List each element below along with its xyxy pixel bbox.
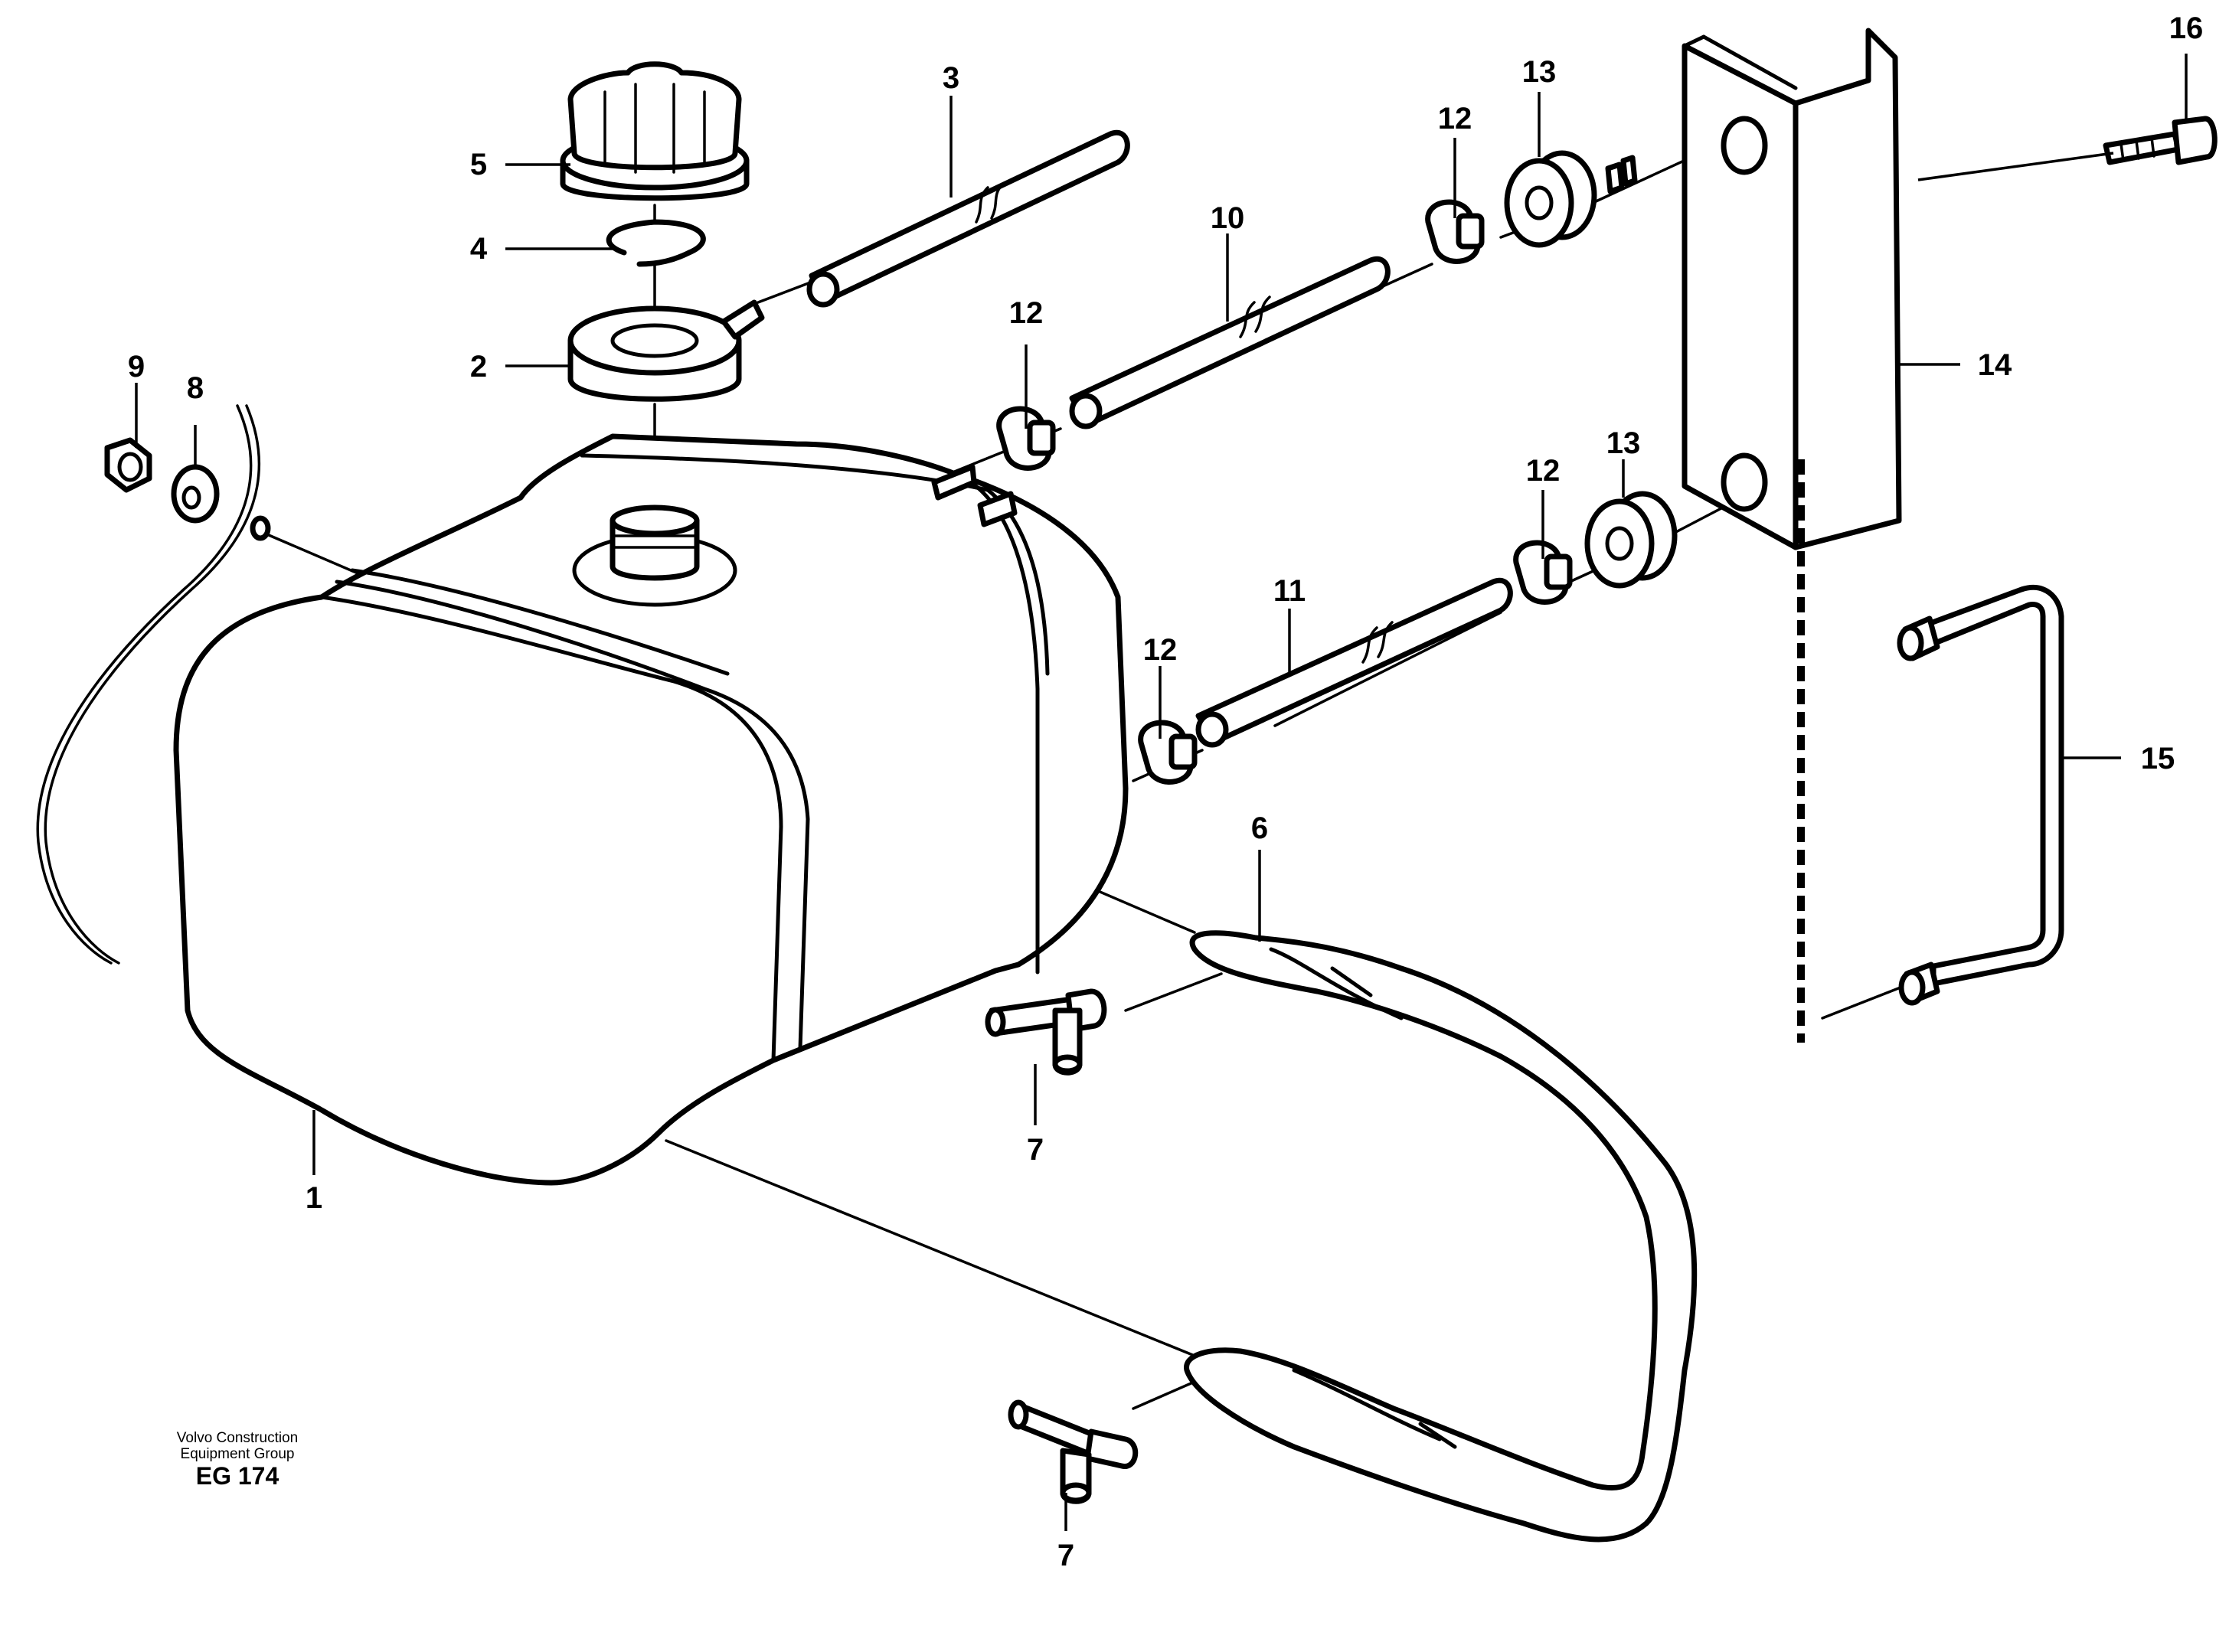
callout-13-b: 13 — [1606, 426, 1641, 460]
callout-7-lower: 7 — [1057, 1539, 1074, 1572]
callout-14: 14 — [1978, 348, 2012, 382]
callout-12-b: 12 — [1438, 102, 1472, 135]
callout-3: 3 — [943, 61, 959, 95]
hose-10 — [1069, 256, 1391, 429]
leader-lines — [135, 54, 2188, 1531]
snap-ring — [606, 219, 706, 267]
callout-12-a: 12 — [1009, 296, 1044, 330]
callout-7-upper: 7 — [1027, 1133, 1044, 1167]
washer-8 — [171, 464, 220, 524]
strap — [1184, 930, 1698, 1543]
clevis-pin-upper — [985, 988, 1107, 1076]
callout-8: 8 — [187, 371, 204, 405]
hose-3 — [806, 129, 1130, 308]
cable — [36, 404, 261, 965]
filler-flange — [567, 299, 765, 402]
grommets — [1504, 150, 1678, 589]
bolt — [2103, 116, 2218, 165]
callout-labels: 5 4 2 3 9 8 1 6 7 7 10 11 12 12 12 12 13… — [128, 11, 2203, 1572]
callout-11: 11 — [1273, 574, 1306, 608]
callout-16: 16 — [2169, 11, 2204, 45]
hose-clamps — [996, 199, 1573, 785]
caption-figure-code: EG 174 — [195, 1462, 279, 1490]
caption-company-line1: Volvo Construction — [176, 1430, 299, 1446]
bracket — [1682, 28, 1902, 550]
tank — [173, 433, 1129, 1186]
stud — [250, 515, 271, 541]
callout-1: 1 — [306, 1181, 322, 1215]
caption-company-line2: Equipment Group — [180, 1446, 295, 1462]
callout-12-d: 12 — [1526, 454, 1561, 488]
callout-4: 4 — [470, 232, 488, 266]
callout-13-a: 13 — [1522, 55, 1557, 89]
callout-6: 6 — [1251, 811, 1268, 845]
nut-9 — [104, 437, 152, 493]
caption-block: Volvo Construction Equipment Group EG 17… — [123, 1430, 352, 1490]
filler-cap — [560, 61, 750, 201]
callout-15: 15 — [2141, 742, 2175, 775]
callout-9: 9 — [128, 350, 145, 384]
hose-11 — [1195, 577, 1513, 748]
callout-2: 2 — [470, 350, 487, 384]
callout-5: 5 — [470, 148, 487, 181]
bent-pipe — [1897, 584, 2064, 1006]
clevis-pin-lower — [1008, 1399, 1139, 1504]
callout-12-c: 12 — [1143, 633, 1178, 667]
callout-10: 10 — [1211, 201, 1245, 235]
